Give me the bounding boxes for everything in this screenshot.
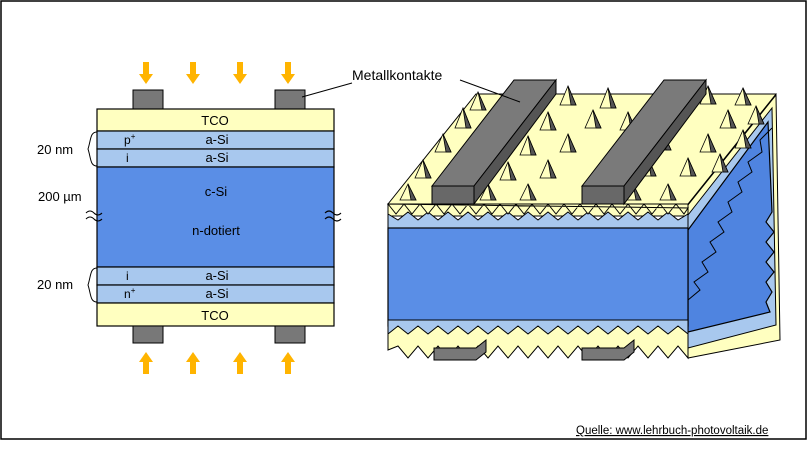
arrow-down-icon [186, 62, 200, 84]
cross-section: TCO p+ a-Si i a-Si c-Si n-dotiert i a-Si… [37, 62, 342, 374]
top-metal-finger-left [430, 78, 558, 206]
arrow-up-icon [186, 352, 200, 374]
arrow-down-icon [281, 62, 295, 84]
tco-bottom-layer [96, 302, 335, 327]
top-contact-right [274, 89, 306, 110]
front-zigzag-top [386, 203, 689, 215]
arrow-up-icon [139, 352, 153, 374]
bottom-contact-3d-left [433, 338, 487, 361]
a-si-i-bottom-label: a-Si [205, 268, 228, 283]
wafer-thickness-label: 200 µm [38, 189, 82, 204]
side-face-c-si [687, 120, 775, 333]
front-tco-bottom [387, 325, 689, 360]
tco-top-label: TCO [201, 113, 228, 128]
tco-bottom-label: TCO [201, 308, 228, 323]
break-mark-left-icon [85, 210, 103, 222]
bottom-thickness-label: 20 nm [37, 277, 73, 292]
n-doped-label: n-dotiert [192, 223, 240, 238]
a-si-p-label: a-Si [205, 132, 228, 147]
bottom-contact-3d-right [581, 338, 635, 361]
i-bottom-label: i [126, 269, 129, 283]
bottom-contact-left [132, 325, 164, 344]
front-a-si-top [387, 211, 689, 233]
side-zigzag-edge [687, 127, 773, 301]
metal-contacts-label: Metallkontakte [352, 67, 442, 83]
arrow-down-icon [233, 62, 247, 84]
bottom-contact-right [274, 325, 306, 344]
frame [0, 0, 807, 440]
c-si-label: c-Si [205, 184, 228, 199]
a-si-i-top-label: a-Si [205, 150, 228, 165]
callout-line-right [301, 82, 353, 98]
arrow-up-icon [233, 352, 247, 374]
arrow-down-icon [139, 62, 153, 84]
light-arrows-bottom [139, 352, 295, 374]
top-thickness-label: 20 nm [37, 142, 73, 157]
textured-cell-3d: Metallkontakte [301, 67, 781, 361]
light-arrows-top [139, 62, 295, 84]
n-plus-label: n+ [124, 286, 136, 301]
callout-line-left [459, 79, 521, 103]
arrow-up-icon [281, 352, 295, 374]
top-brace-icon [87, 131, 98, 167]
c-si-layer [96, 166, 335, 268]
i-top-label: i [126, 151, 129, 165]
bottom-brace-icon [87, 267, 98, 303]
top-contact-left [132, 89, 164, 110]
p-label: p+ [124, 132, 136, 147]
a-si-n-label: a-Si [205, 286, 228, 301]
top-metal-finger-right [580, 78, 708, 206]
break-mark-right-icon [324, 210, 342, 222]
front-c-si [387, 227, 689, 327]
source-link[interactable]: Quelle: www.lehrbuch-photovoltaik.de [576, 425, 768, 437]
